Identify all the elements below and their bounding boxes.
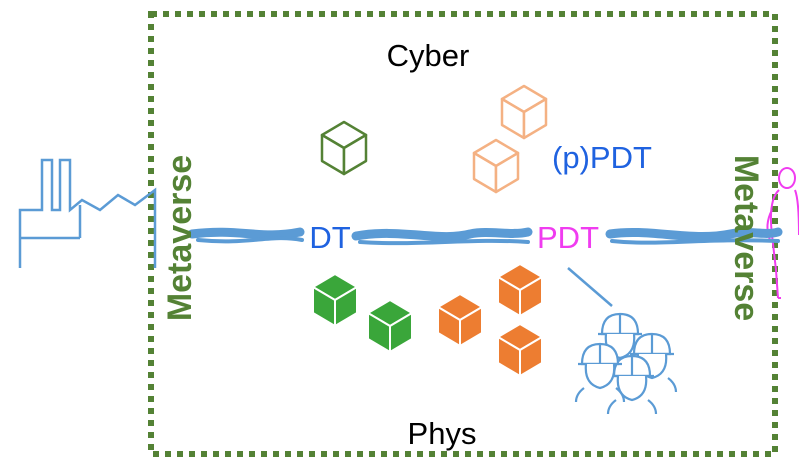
cube-icon — [497, 263, 543, 317]
pdt-label: PDT — [537, 220, 599, 255]
metaverse-right-label: Metaverse — [727, 155, 765, 321]
cube-icon — [497, 323, 543, 377]
cube-icon — [367, 299, 413, 353]
metaverse-left-label: Metaverse — [161, 155, 199, 321]
cube-icon — [320, 120, 368, 176]
pdt-connector — [567, 267, 613, 307]
dt-label: DT — [309, 220, 350, 255]
phys-label: Phys — [408, 416, 477, 451]
factory-icon — [18, 158, 157, 268]
boundary-stroke — [187, 227, 783, 246]
cube-icon — [312, 273, 358, 327]
cube-icon — [472, 138, 520, 194]
cube-icon — [437, 293, 483, 347]
cyber-label: Cyber — [387, 38, 470, 73]
cube-icon — [500, 84, 548, 140]
ppdt-label: (p)PDT — [552, 140, 652, 175]
